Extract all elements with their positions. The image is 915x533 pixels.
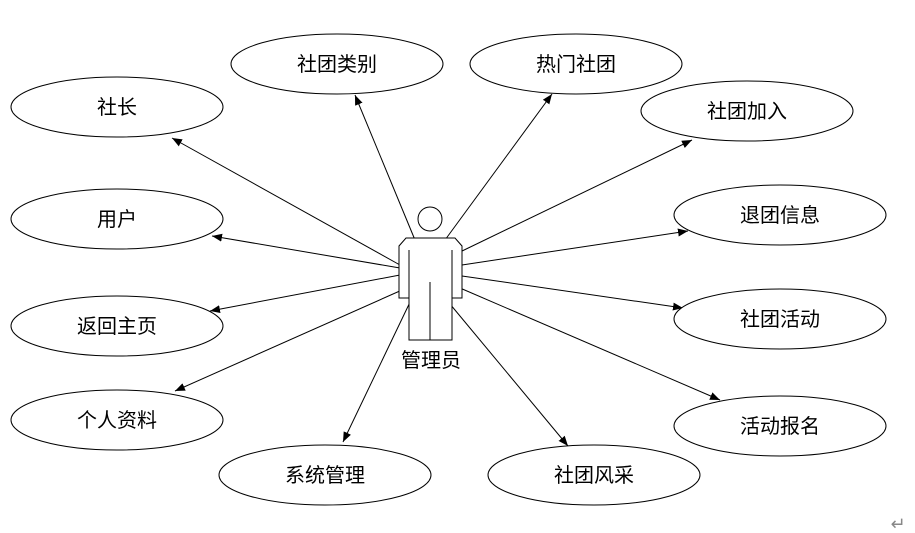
use-case-xitong: 系统管理 (218, 444, 432, 506)
edge-baoming (459, 287, 721, 401)
use-case-geren: 个人资料 (10, 389, 224, 451)
use-case-yonghu: 用户 (10, 188, 224, 250)
edge-shezhang (171, 137, 401, 266)
use-case-label: 返回主页 (77, 314, 157, 338)
use-case-remen: 热门社团 (469, 33, 683, 95)
use-case-label: 用户 (97, 207, 137, 231)
edge-jiaru (459, 139, 693, 253)
use-case-label: 系统管理 (285, 463, 365, 487)
edge-tuituan (461, 228, 689, 266)
edge-fengcai (444, 297, 569, 447)
edge-remen (444, 93, 553, 241)
actor-label: 管理员 (401, 348, 461, 372)
edge-fanhui (209, 274, 401, 314)
use-case-tuituan: 退团信息 (673, 184, 887, 246)
use-case-label: 退团信息 (740, 203, 820, 227)
use-case-label: 社长 (97, 95, 137, 119)
edge-geren (174, 289, 403, 392)
edge-xitong (342, 297, 413, 443)
use-case-label: 社团风采 (554, 463, 634, 487)
use-case-leibie: 社团类别 (230, 33, 444, 95)
associations (171, 93, 721, 447)
use-case-baoming: 活动报名 (673, 395, 887, 457)
actor-head (417, 206, 443, 232)
use-case-label: 个人资料 (77, 408, 157, 432)
edge-leibie (354, 94, 416, 241)
use-case-shezhang: 社长 (10, 76, 224, 138)
use-case-fanhui: 返回主页 (10, 295, 224, 357)
use-case-label: 热门社团 (536, 52, 616, 76)
paragraph-mark: ↵ (890, 514, 905, 533)
edge-huodong (461, 275, 684, 311)
use-case-label: 社团类别 (297, 52, 377, 76)
edge-yonghu (211, 233, 401, 269)
use-case-label: 社团活动 (740, 307, 820, 331)
use-case-fengcai: 社团风采 (487, 444, 701, 506)
use-case-label: 社团加入 (707, 99, 787, 123)
use-case-label: 活动报名 (740, 414, 820, 438)
actor-figure: 管理员 (398, 206, 463, 372)
use-case-jiaru: 社团加入 (640, 80, 854, 142)
use-case-huodong: 社团活动 (673, 288, 887, 350)
